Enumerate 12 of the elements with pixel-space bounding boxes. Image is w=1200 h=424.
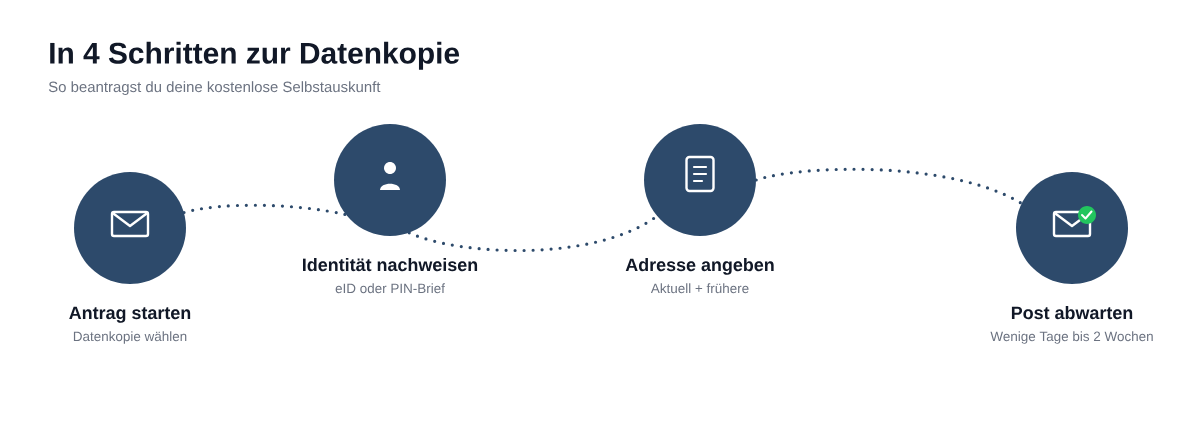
step-description: Datenkopie wählen — [73, 331, 187, 344]
subtitle: So beantragst du deine kostenlose Selbstauskunft — [48, 81, 381, 96]
step-description: Wenige Tage bis 2 Wochen — [990, 331, 1153, 344]
title: In 4 Schritten zur Datenkopie — [50, 41, 460, 70]
step-title: Post abwarten — [1011, 306, 1133, 320]
dotted-connector — [182, 203, 348, 217]
step-title: Identität nachweisen — [303, 258, 478, 272]
step-title: Antrag starten — [69, 306, 191, 323]
dotted-connector — [754, 167, 1024, 205]
step-description: eID oder PIN-Brief — [335, 283, 445, 294]
step-description: Aktuell + frühere — [650, 283, 749, 294]
step-title: Adresse angeben — [625, 258, 774, 275]
